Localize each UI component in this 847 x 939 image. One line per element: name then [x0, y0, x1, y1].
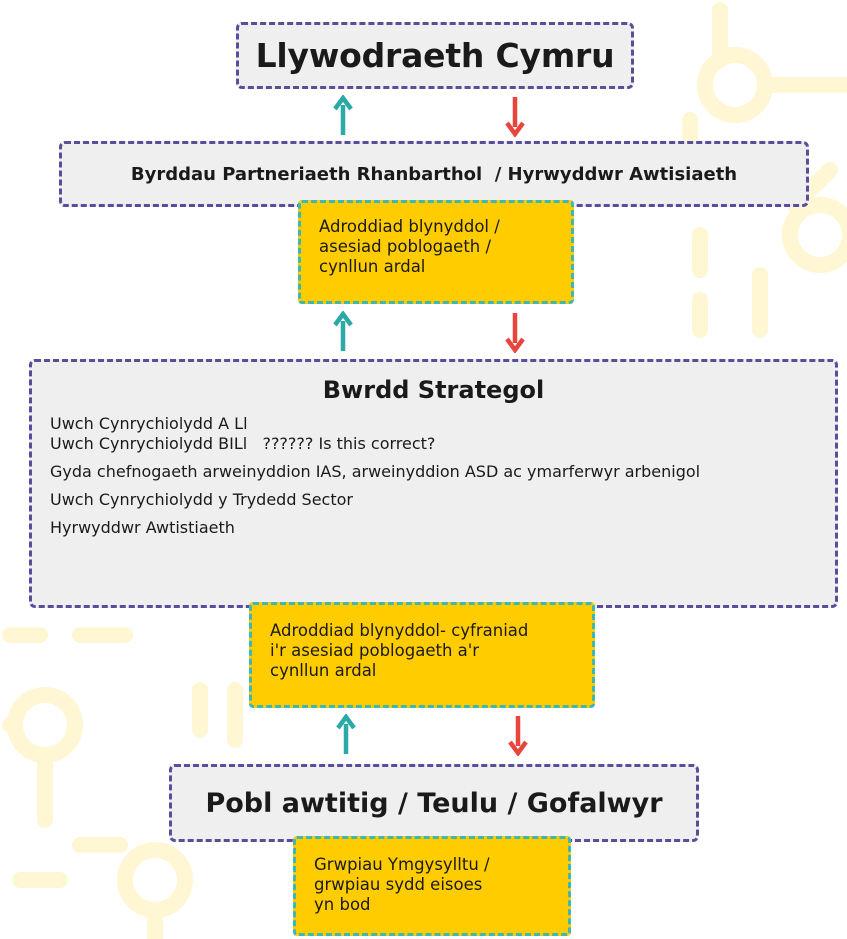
member-line: Uwch Cynrychiolydd y Trydedd Sector: [50, 490, 353, 509]
member-line: Hyrwyddwr Awtistiaeth: [50, 518, 235, 537]
welsh-government-box: Llywodraeth Cymru: [236, 22, 634, 89]
down-arrow-icon: [505, 97, 525, 137]
welsh-government-title: Llywodraeth Cymru: [255, 36, 615, 75]
up-arrow-icon: [336, 714, 356, 754]
down-arrow-icon: [508, 716, 528, 756]
engagement-groups-text: Grwpiau Ymgysylltu / grwpiau sydd eisoes…: [314, 855, 490, 914]
people-box: Pobl awtitig / Teulu / Gofalwyr: [169, 764, 699, 842]
member-line: Gyda chefnogaeth arweinyddion IAS, arwei…: [50, 462, 701, 481]
member-line: Uwch Cynrychiolydd A Ll: [50, 414, 248, 433]
people-title: Pobl awtitig / Teulu / Gofalwyr: [205, 787, 663, 819]
strategic-board-title: Bwrdd Strategol: [322, 376, 545, 404]
annual-report-text: Adroddiad blynyddol / asesiad poblogaeth…: [319, 217, 500, 276]
annual-contribution-box: Adroddiad blynyddol- cyfraniad i'r asesi…: [249, 602, 595, 708]
down-arrow-icon: [505, 313, 525, 353]
member-line: Uwch Cynrychiolydd BILl ?????? Is this c…: [50, 434, 436, 453]
engagement-groups-box: Grwpiau Ymgysylltu / grwpiau sydd eisoes…: [293, 836, 571, 936]
annual-contribution-text: Adroddiad blynyddol- cyfraniad i'r asesi…: [270, 621, 529, 680]
regional-partnership-title: Byrddau Partneriaeth Rhanbarthol / Hyrwy…: [130, 163, 738, 185]
up-arrow-icon: [333, 95, 353, 135]
regional-partnership-box: Byrddau Partneriaeth Rhanbarthol / Hyrwy…: [59, 141, 809, 207]
up-arrow-icon: [333, 311, 353, 351]
strategic-board-box: Bwrdd Strategol Uwch Cynrychiolydd A Ll …: [29, 359, 838, 608]
strategic-board-members: Uwch Cynrychiolydd A Ll Uwch Cynrychioly…: [50, 414, 817, 546]
annual-report-box: Adroddiad blynyddol / asesiad poblogaeth…: [298, 200, 574, 304]
